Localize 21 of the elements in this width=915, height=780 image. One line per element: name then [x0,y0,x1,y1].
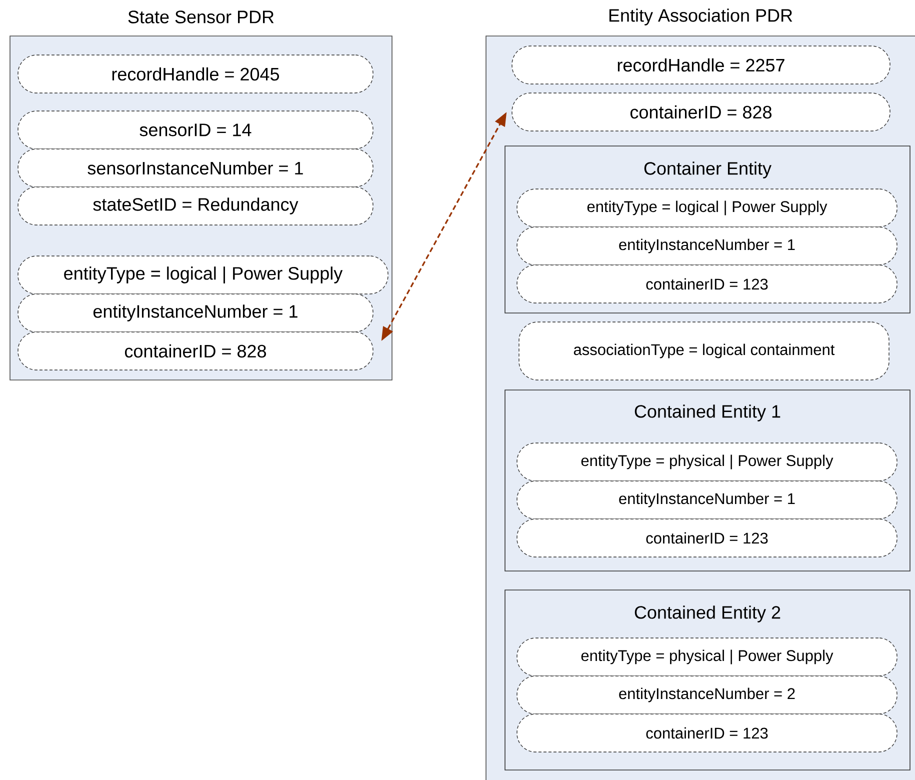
field-pill: containerID = 828 [18,332,374,370]
field-pill: sensorInstanceNumber = 1 [18,148,374,188]
field-pill: entityInstanceNumber = 1 [516,480,898,520]
field-pill: containerID = 828 [512,92,890,132]
field-pill: entityType = physical | Power Supply [516,638,898,676]
node-label: State Sensor PDR [128,10,274,24]
field-pill: entityInstanceNumber = 1 [516,226,898,266]
field-pill: containerID = 123 [516,714,898,752]
field-pill: associationType = logical containment [518,322,890,380]
field-pill: recordHandle = 2045 [18,54,374,94]
field-pill: containerID = 123 [516,518,898,558]
field-pill: entityType = logical | Power Supply [18,256,388,294]
field-pill: sensorID = 14 [18,110,374,150]
field-pill: stateSetID = Redundancy [18,186,374,226]
field-pill: entityType = logical | Power Supply [516,188,898,228]
node-label: Entity Association PDR [609,8,792,26]
field-pill: recordHandle = 2257 [512,46,890,84]
field-pill: containerID = 123 [516,264,898,304]
field-pill: entityType = physical | Power Supply [516,442,898,482]
field-pill: entityInstanceNumber = 1 [18,294,374,332]
field-pill: entityInstanceNumber = 2 [516,676,898,714]
